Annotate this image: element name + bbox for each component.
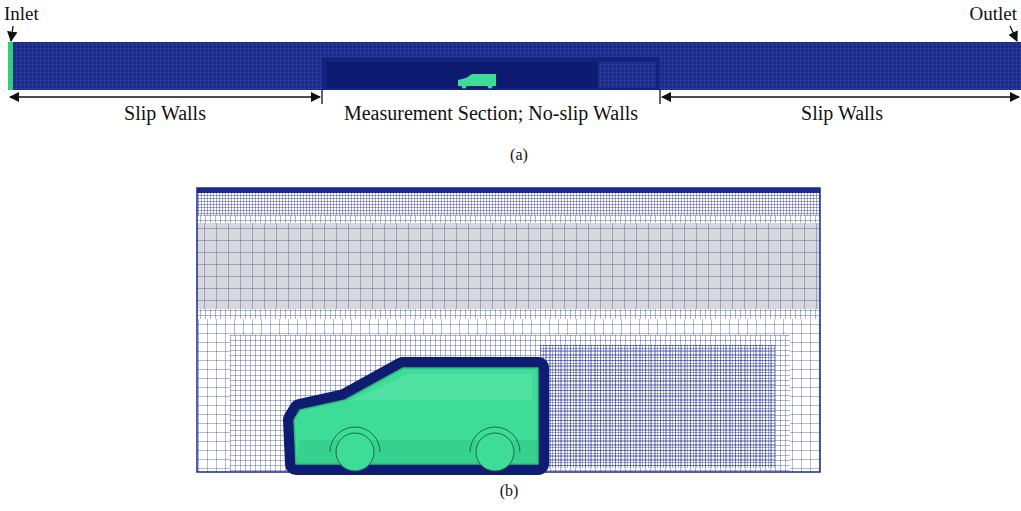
panel-label: (b): [500, 482, 519, 500]
boundary-label: Outlet: [970, 4, 1018, 25]
boundary-label: Measurement Section; No-slip Walls: [344, 102, 638, 124]
panel-label: (a): [510, 146, 528, 164]
dimension-arrows: [10, 26, 1019, 104]
car-model: [294, 368, 538, 471]
boundary-label: Slip Walls: [124, 102, 206, 124]
domain-mesh: [8, 42, 1021, 90]
boundary-label: Slip Walls: [801, 102, 883, 124]
mesh-detail: [197, 188, 820, 472]
boundary-label: Inlet: [4, 4, 39, 25]
